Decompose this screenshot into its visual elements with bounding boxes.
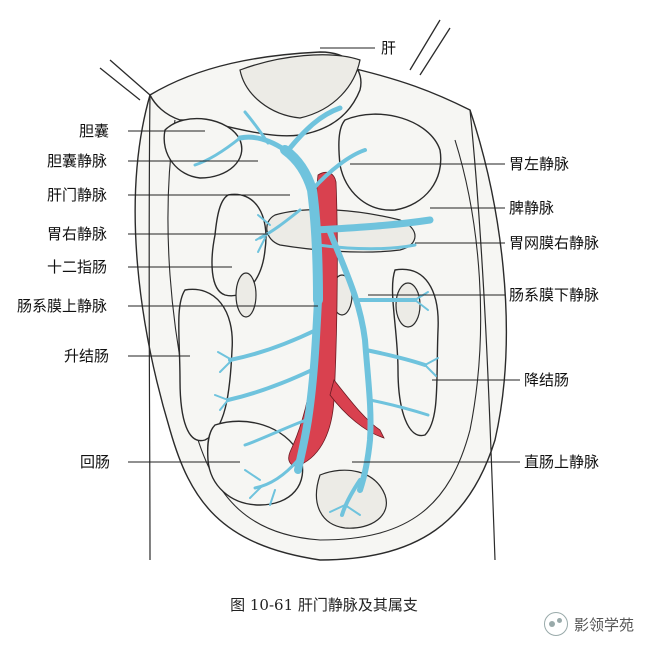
inner-cavity bbox=[167, 119, 482, 541]
ileum bbox=[206, 420, 304, 506]
label-ileum: 回肠 bbox=[80, 453, 111, 471]
watermark: 影领学苑 bbox=[543, 612, 634, 636]
left-side-wall bbox=[148, 94, 151, 561]
label-portal-vein: 肝门静脉 bbox=[47, 186, 108, 204]
gallbladder bbox=[163, 117, 243, 179]
label-cystic-vein: 胆囊静脉 bbox=[47, 152, 108, 170]
label-right-gastric-vein: 胃右静脉 bbox=[47, 225, 108, 243]
right-side-wall bbox=[469, 109, 496, 561]
label-descending-colon: 降结肠 bbox=[524, 371, 570, 389]
label-liver: 肝 bbox=[381, 39, 397, 57]
label-splenic-vein: 脾静脉 bbox=[509, 199, 555, 217]
left-retractor bbox=[99, 59, 151, 101]
label-duodenum: 十二指肠 bbox=[47, 258, 108, 276]
intestine-section-right bbox=[395, 282, 421, 328]
wechat-icon bbox=[543, 612, 568, 636]
right-retractor bbox=[409, 19, 451, 76]
portal-venous-system bbox=[193, 105, 439, 517]
label-superior-mesenteric-vein: 肠系膜上静脉 bbox=[17, 297, 108, 315]
ascending-colon bbox=[178, 288, 233, 442]
label-gallbladder: 胆囊 bbox=[79, 122, 110, 140]
illustration: .o { fill: #f6f6f3; stroke: #2b2b2b; str… bbox=[99, 19, 520, 561]
label-left-gastric-vein: 胃左静脉 bbox=[509, 155, 570, 173]
duodenum bbox=[211, 193, 267, 297]
rectum-loop bbox=[315, 469, 387, 529]
label-right-gastroepiploic-vein: 胃网膜右静脉 bbox=[509, 234, 600, 252]
liver-lobe bbox=[239, 54, 361, 119]
figure-caption: 图 10-61 肝门静脉及其属支 bbox=[230, 596, 418, 614]
watermark-text: 影领学苑 bbox=[573, 615, 634, 634]
label-ascending-colon: 升结肠 bbox=[64, 347, 110, 365]
intestine-section-left bbox=[235, 272, 257, 318]
label-inferior-mesenteric-vein: 肠系膜下静脉 bbox=[509, 286, 600, 304]
stomach bbox=[338, 113, 442, 211]
label-superior-rectal-vein: 直肠上静脉 bbox=[524, 453, 600, 471]
